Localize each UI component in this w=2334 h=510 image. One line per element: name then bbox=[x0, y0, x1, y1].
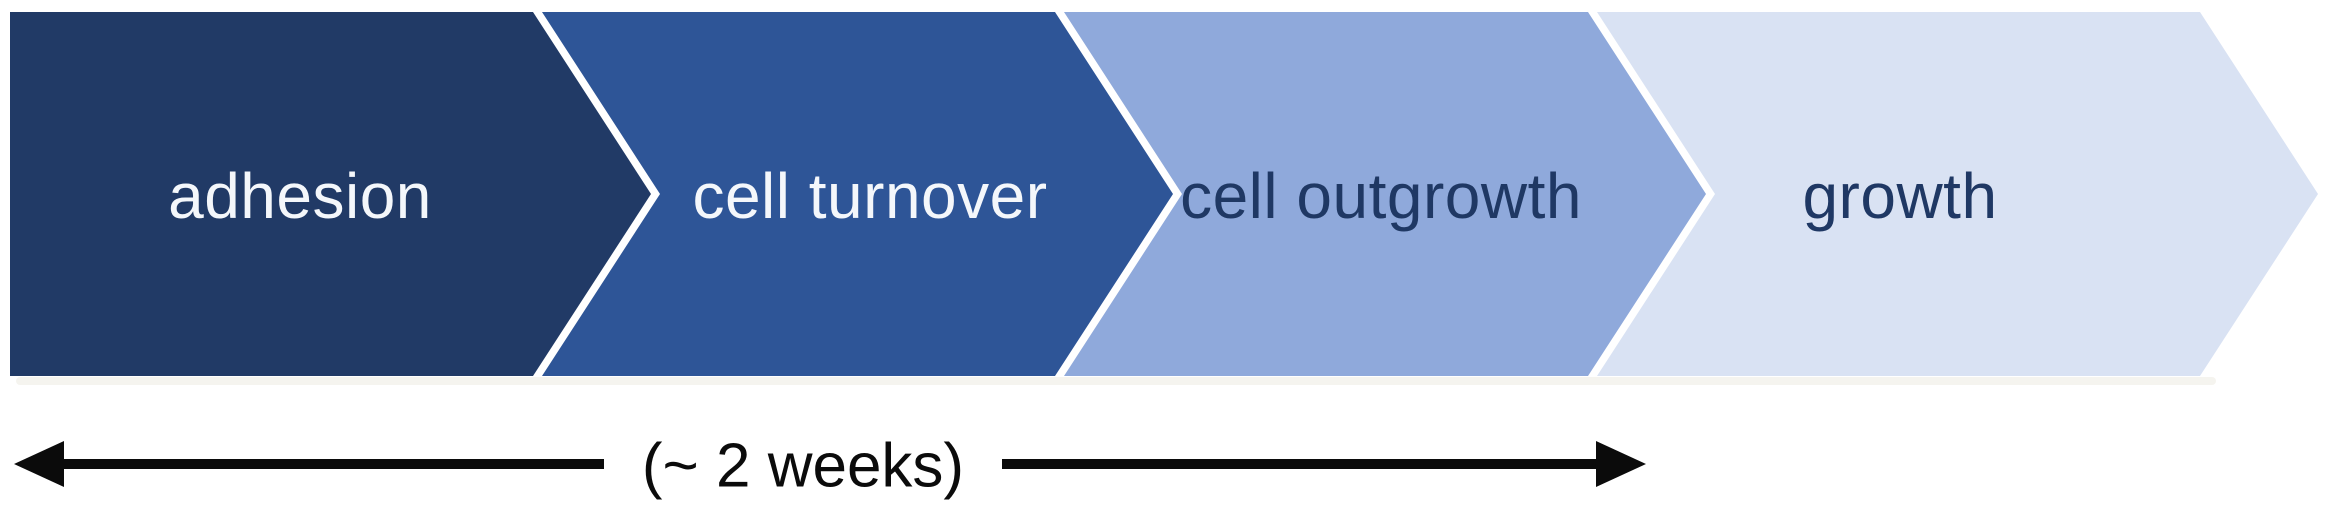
chevron-stage-adhesion bbox=[10, 12, 651, 376]
stage-label-cell-outgrowth: cell outgrowth bbox=[1180, 160, 1582, 232]
duration-label: (~ 2 weeks) bbox=[642, 432, 964, 501]
arrowhead-left-icon bbox=[14, 441, 64, 487]
chevron-stage-cell-turnover bbox=[542, 12, 1173, 376]
arrowhead-right-icon bbox=[1596, 441, 1646, 487]
chevron-stage-cell-outgrowth bbox=[1064, 12, 1706, 376]
duration-arrow: (~ 2 weeks) bbox=[14, 432, 1646, 501]
stage-label-cell-turnover: cell turnover bbox=[692, 160, 1047, 232]
stage-label-growth: growth bbox=[1802, 160, 1997, 232]
stage-label-adhesion: adhesion bbox=[168, 160, 432, 232]
chevron-stage-growth bbox=[1597, 12, 2318, 376]
chevron-band-shadow bbox=[16, 377, 2216, 385]
